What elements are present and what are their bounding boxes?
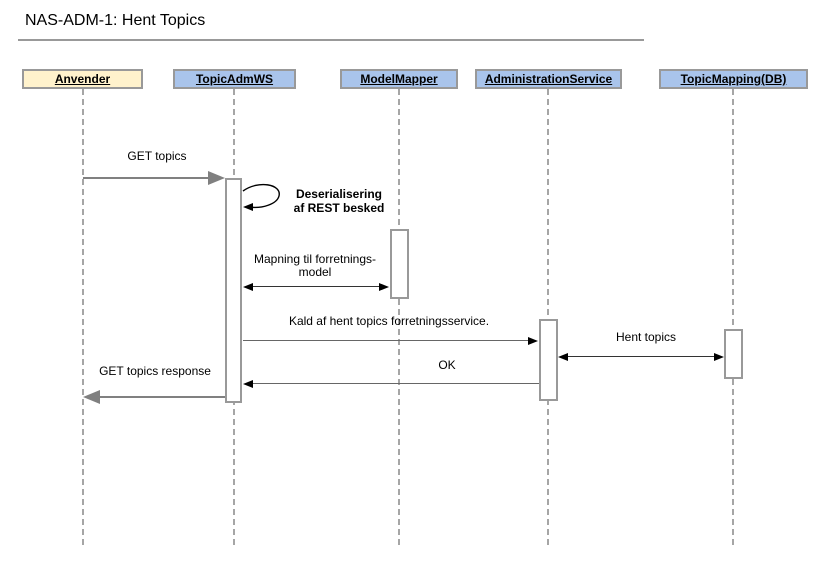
message-get-topics-response-arrowhead-icon [83,390,100,404]
message-ok-line [252,383,539,384]
title-underline [18,39,644,41]
message-get-topics-response-label: GET topics response [99,364,211,378]
participant-topicmappingdb: TopicMapping(DB) [659,69,808,89]
message-kald-label: Kald af hent topics forretningsservice. [288,314,490,328]
diagram-title: NAS-ADM-1: Hent Topics [25,12,206,29]
lifeline-modelmapper [398,89,400,545]
message-deserialisering-line2: af REST besked [293,201,385,215]
lifeline-topicmappingdb [732,89,734,545]
message-kald-line [243,340,529,341]
message-get-topics-line [83,177,210,179]
message-mapning-line2: model [298,265,332,279]
participant-administrationservice: AdministrationService [475,69,622,89]
message-hent-topics-right-arrowhead-icon [714,353,724,361]
participant-topicadmws: TopicAdmWS [173,69,296,89]
message-mapning-left-arrowhead-icon [243,283,253,291]
message-get-topics-label: GET topics [127,149,187,163]
participant-administrationservice-label: AdministrationService [484,72,613,86]
message-get-topics-response-line [99,396,225,398]
participant-topicadmws-label: TopicAdmWS [195,72,274,86]
message-ok-label: OK [438,358,456,372]
activation-topicmappingdb [724,329,743,379]
participant-modelmapper-label: ModelMapper [360,72,438,86]
message-mapning-line [250,286,382,287]
message-deserialisering-line1: Deserialisering [295,187,383,201]
message-deserialisering-selfloop [242,183,280,211]
message-mapning-line1: Mapning til forretnings- [253,252,377,266]
participant-topicmappingdb-label: TopicMapping(DB) [680,72,787,86]
message-hent-topics-label: Hent topics [615,330,677,344]
message-mapning-right-arrowhead-icon [379,283,389,291]
activation-topicadmws [225,178,242,403]
activation-modelmapper [390,229,409,299]
lifeline-administrationservice [547,89,549,545]
message-deserialisering-label: Deserialisering af REST besked [278,187,400,215]
participant-modelmapper: ModelMapper [340,69,458,89]
message-ok-arrowhead-icon [243,380,253,388]
participant-anvender: Anvender [22,69,143,89]
lifeline-anvender [82,89,84,545]
message-hent-topics-line [565,356,717,357]
message-hent-topics-left-arrowhead-icon [558,353,568,361]
activation-administrationservice [539,319,558,401]
participant-anvender-label: Anvender [54,72,111,86]
message-kald-arrowhead-icon [528,337,538,345]
message-get-topics-arrowhead-icon [208,171,225,185]
message-mapning-label: Mapning til forretnings- model [250,253,380,279]
